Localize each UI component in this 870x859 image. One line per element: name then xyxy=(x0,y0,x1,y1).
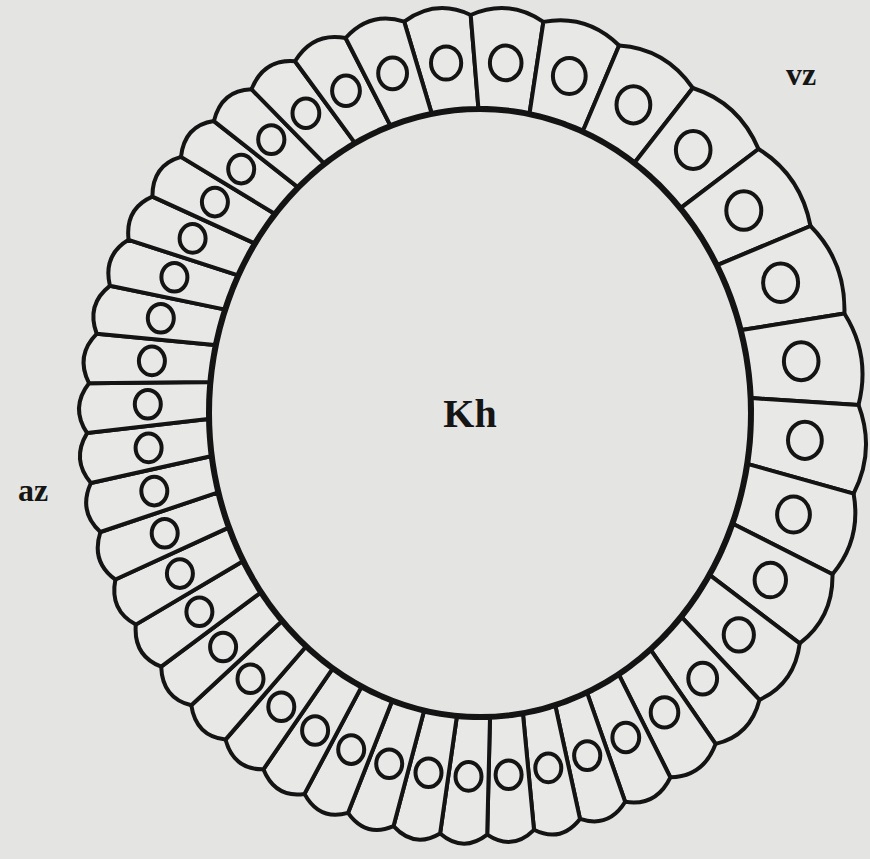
cell-nucleus xyxy=(617,86,651,123)
cell-nucleus xyxy=(139,347,165,376)
cell-nucleus xyxy=(258,125,284,154)
cell-nucleus xyxy=(755,563,786,598)
cell-nucleus xyxy=(210,633,236,662)
cell-nucleus xyxy=(763,264,798,302)
zone-label: vz xyxy=(786,58,816,90)
cell xyxy=(79,382,209,433)
cell-nucleus xyxy=(553,58,586,94)
cell-nucleus xyxy=(338,735,364,764)
cell-nucleus xyxy=(135,390,161,419)
cell-nucleus xyxy=(431,46,461,79)
cell xyxy=(346,18,432,125)
cell-nucleus xyxy=(332,76,360,106)
cell-nucleus xyxy=(376,749,402,778)
cell-nucleus xyxy=(490,46,522,81)
cell-nucleus xyxy=(416,758,442,787)
cell-nucleus xyxy=(535,754,561,783)
cell-nucleus xyxy=(136,434,162,463)
cell-nucleus xyxy=(228,155,254,184)
cell-nucleus xyxy=(726,191,761,229)
cell xyxy=(487,714,534,842)
cell-nucleus xyxy=(378,57,407,89)
cavity-outline-ellipse xyxy=(210,110,750,716)
cell-nucleus xyxy=(167,559,193,588)
cell-nucleus xyxy=(268,693,294,722)
cell-nucleus xyxy=(152,519,178,548)
zone-label: az xyxy=(18,474,48,506)
cell-nucleus xyxy=(180,224,206,253)
cell-nucleus xyxy=(238,665,264,694)
blastocoel-cavity: Kh xyxy=(208,108,752,718)
cell-nucleus xyxy=(688,663,717,695)
cell-nucleus xyxy=(724,618,754,651)
cell-nucleus xyxy=(676,131,711,169)
cell-nucleus xyxy=(496,761,522,790)
cell-nucleus xyxy=(784,342,819,380)
cell xyxy=(742,314,863,405)
cell-nucleus xyxy=(161,263,187,292)
cell-ring xyxy=(79,8,866,844)
cell-nucleus xyxy=(612,723,639,752)
cell-nucleus xyxy=(788,422,822,459)
cell-nucleus xyxy=(574,741,600,770)
cavity-label: Kh xyxy=(443,390,496,437)
cell-nucleus xyxy=(202,188,228,217)
cell-nucleus xyxy=(293,99,320,128)
cell-nucleus xyxy=(651,697,679,727)
cell-nucleus xyxy=(186,597,212,626)
cell-nucleus xyxy=(141,477,167,506)
cell-nucleus xyxy=(456,762,482,791)
cell-nucleus xyxy=(302,716,328,745)
cell-nucleus xyxy=(777,497,810,533)
cell-nucleus xyxy=(148,304,174,333)
